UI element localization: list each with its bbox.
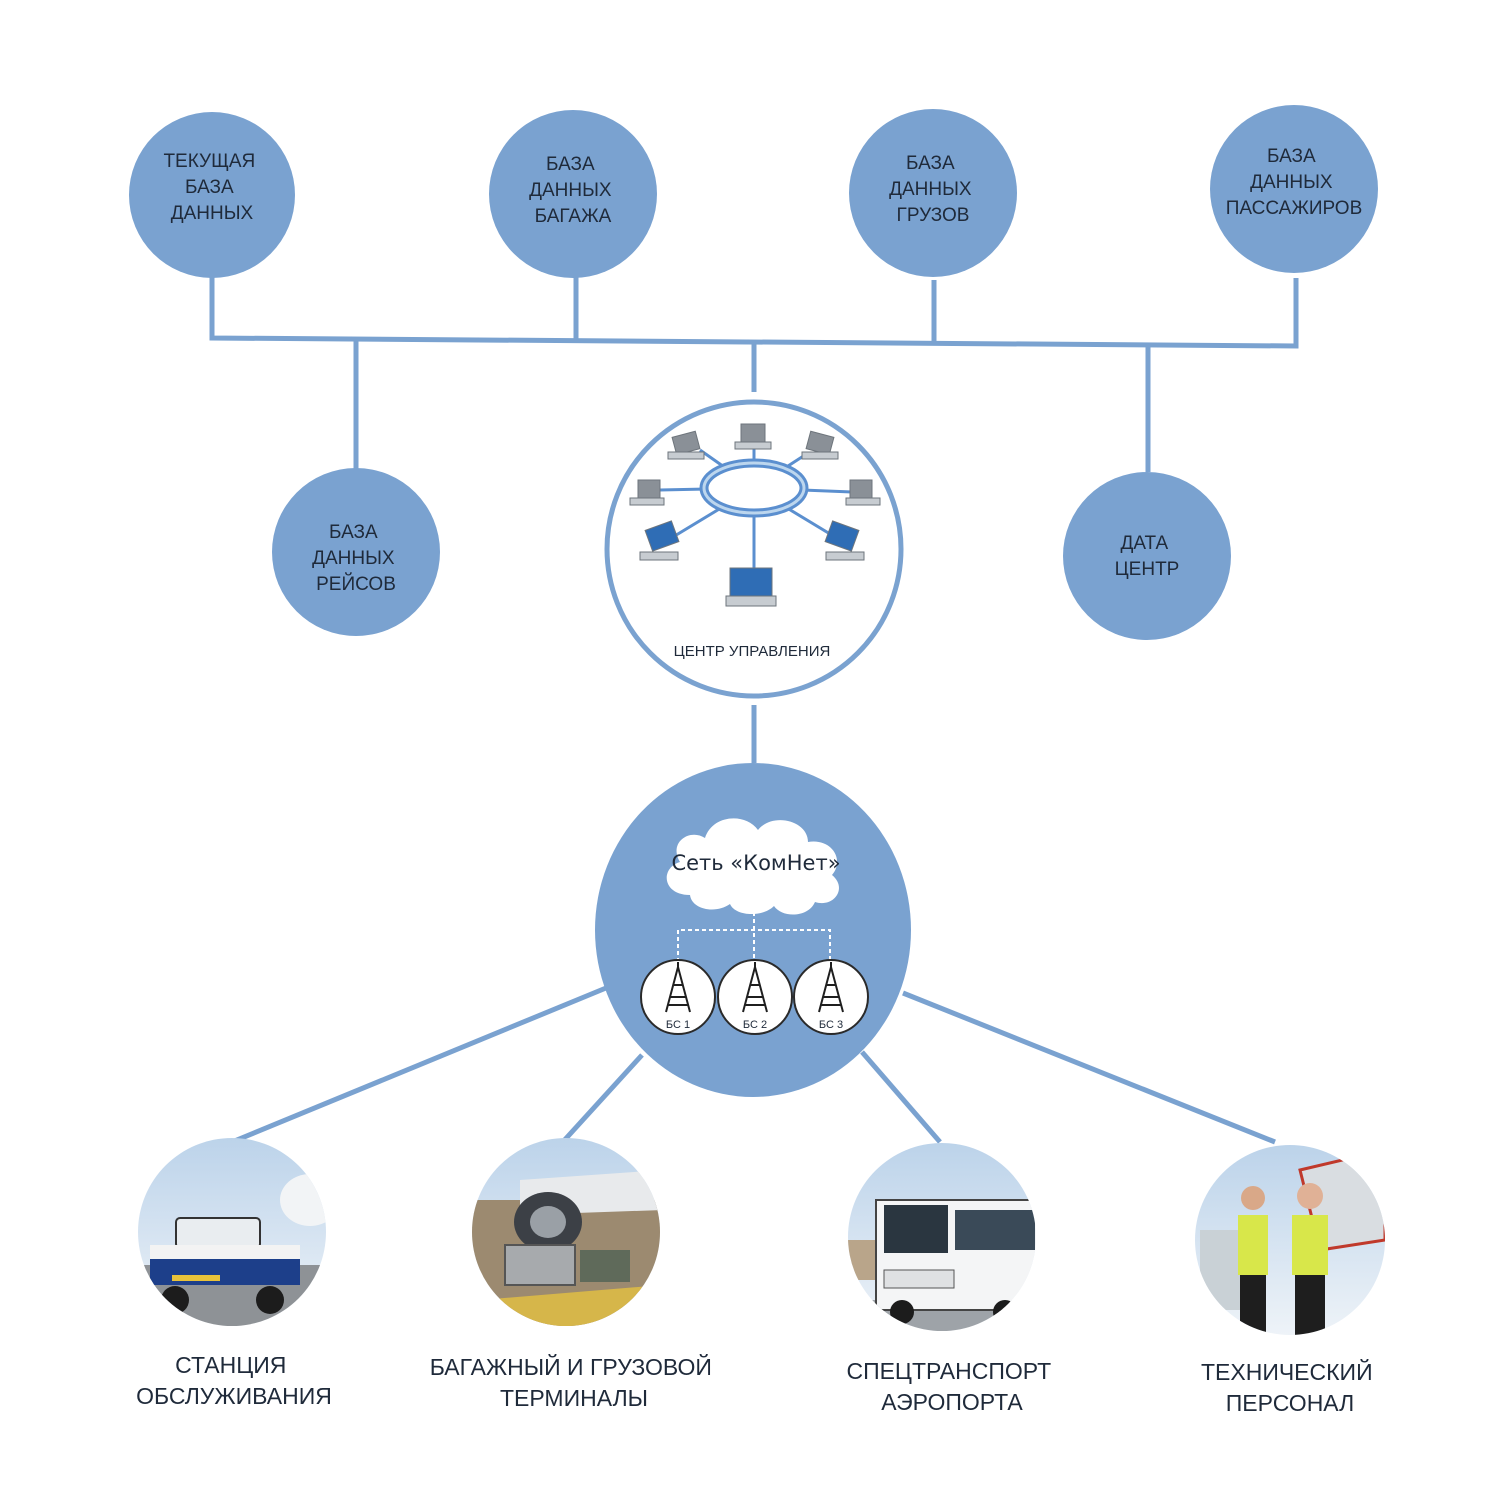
airport-bus-photo: [848, 1143, 1036, 1331]
node-flights-db-label: БАЗА ДАННЫХ РЕЙСОВ: [312, 522, 400, 595]
node-tech-staff: ТЕХНИЧЕСКИЙ ПЕРСОНАЛ: [1195, 1145, 1385, 1416]
node-service-station: СТАНЦИЯ ОБСЛУЖИВАНИЯ: [136, 1138, 332, 1409]
cloud-icon: [666, 818, 839, 915]
station-links: [677, 912, 831, 962]
node-data-center: ДАТА ЦЕНТР: [1063, 472, 1231, 640]
station-bs2: БС 2: [717, 959, 793, 1035]
radio-tower-icon: [665, 962, 691, 1013]
ground-service-vehicle-photo: [138, 1138, 326, 1326]
node-baggage-terminal-label: БАГАЖНЫЙ И ГРУЗОВОЙ ТЕРМИНАЛЫ: [430, 1353, 719, 1411]
station-bs1-label: БС 1: [666, 1019, 690, 1031]
radio-tower-icon: [818, 962, 844, 1013]
network-label: Сеть «КомНет»: [671, 851, 840, 875]
station-bs3-label: БС 3: [819, 1019, 843, 1031]
node-current-db: ТЕКУЩАЯ БАЗА ДАННЫХ: [129, 112, 295, 278]
node-baggage-db: БАЗА ДАННЫХ БАГАЖА: [489, 110, 657, 278]
ring-network-laptops-icon: [629, 423, 881, 607]
node-cargo-db: БАЗА ДАННЫХ ГРУЗОВ: [849, 109, 1017, 277]
node-baggage-db-label: БАЗА ДАННЫХ БАГАЖА: [529, 154, 617, 227]
node-data-center-label: ДАТА ЦЕНТР: [1115, 533, 1180, 580]
node-flights-db: БАЗА ДАННЫХ РЕЙСОВ: [272, 468, 440, 636]
node-baggage-terminal: БАГАЖНЫЙ И ГРУЗОВОЙ ТЕРМИНАЛЫ: [430, 1138, 719, 1411]
node-tech-staff-label: ТЕХНИЧЕСКИЙ ПЕРСОНАЛ: [1201, 1358, 1379, 1416]
node-airport-transport-label: СПЕЦТРАНСПОРТ АЭРОПОРТА: [846, 1358, 1057, 1415]
baggage-cargo-loading-photo: [472, 1138, 660, 1326]
connector-lines: [209, 275, 1299, 1147]
station-bs1: БС 1: [640, 959, 716, 1035]
station-bs2-label: БС 2: [743, 1019, 767, 1031]
radio-tower-icon: [742, 962, 768, 1013]
node-passengers-db-label: БАЗА ДАННЫХ ПАССАЖИРОВ: [1226, 146, 1363, 219]
node-current-db-label: ТЕКУЩАЯ БАЗА ДАННЫХ: [163, 151, 260, 224]
node-airport-transport: СПЕЦТРАНСПОРТ АЭРОПОРТА: [846, 1143, 1057, 1415]
station-bs3: БС 3: [793, 959, 869, 1035]
node-service-station-label: СТАНЦИЯ ОБСЛУЖИВАНИЯ: [136, 1352, 332, 1409]
node-cargo-db-label: БАЗА ДАННЫХ ГРУЗОВ: [889, 153, 977, 226]
technical-staff-photo: [1195, 1145, 1385, 1335]
control-center-label: ЦЕНТР УПРАВЛЕНИЯ: [674, 643, 831, 660]
node-network: Сеть «КомНет» БС 1 БС 2 БС 3: [595, 763, 911, 1097]
node-control-center: ЦЕНТР УПРАВЛЕНИЯ: [604, 399, 904, 699]
node-passengers-db: БАЗА ДАННЫХ ПАССАЖИРОВ: [1210, 105, 1378, 273]
